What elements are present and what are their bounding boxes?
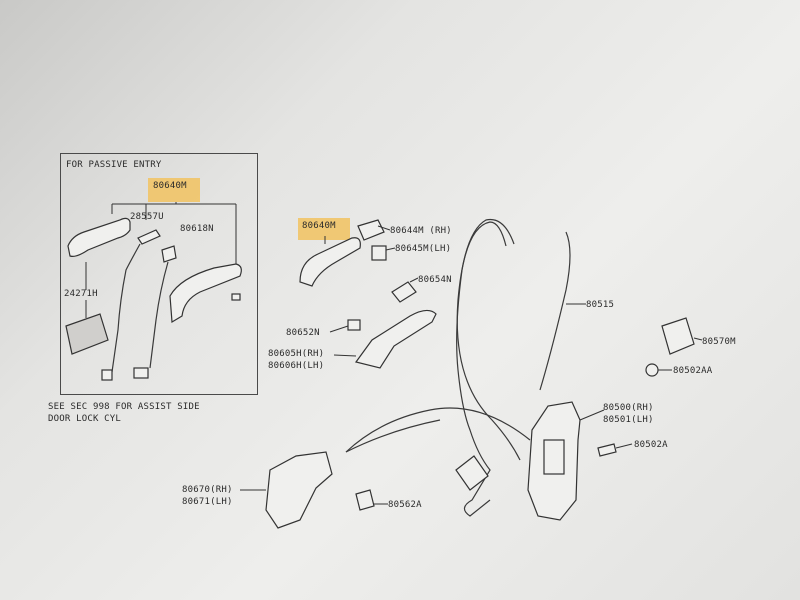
label-80562a[interactable]: 80562A [388, 500, 422, 510]
label-80606h[interactable]: 80606H(LH) [268, 361, 325, 371]
outside-handle-shape [299, 237, 361, 287]
note-line-2: DOOR LOCK CYL [48, 414, 122, 424]
label-80654n[interactable]: 80654N [418, 275, 452, 285]
label-inset-28557u[interactable]: 28557U [130, 212, 164, 222]
label-80502a[interactable]: 80502A [634, 440, 668, 450]
label-inset-80640m[interactable]: 80640M [153, 181, 187, 191]
label-80640m[interactable]: 80640M [302, 221, 336, 231]
passive-entry-title: FOR PASSIVE ENTRY [66, 160, 162, 170]
label-80501[interactable]: 80501(LH) [603, 415, 654, 425]
label-80670[interactable]: 80670(RH) [182, 485, 233, 495]
label-80605h[interactable]: 80605H(RH) [268, 349, 325, 359]
note-line-1: SEE SEC 998 FOR ASSIST SIDE [48, 402, 200, 412]
label-80515[interactable]: 80515 [586, 300, 615, 310]
label-inset-24271h[interactable]: 24271H [64, 289, 98, 299]
label-80502aa[interactable]: 80502AA [673, 366, 713, 376]
label-80500[interactable]: 80500(RH) [603, 403, 654, 413]
inside-handle-shape [265, 451, 333, 529]
highlight-inset-handle [148, 178, 200, 202]
label-inset-80618n[interactable]: 80618N [180, 224, 214, 234]
label-80570m[interactable]: 80570M [702, 337, 736, 347]
highlight-main-handle [298, 218, 350, 240]
label-80645m[interactable]: 80645M(LH) [395, 244, 452, 254]
passive-entry-inset [60, 153, 258, 395]
label-80644m[interactable]: 80644M (RH) [390, 226, 452, 236]
inset-handle-shape [67, 217, 131, 257]
label-80652n[interactable]: 80652N [286, 328, 320, 338]
handle-frame-shape [354, 309, 437, 369]
label-80671[interactable]: 80671(LH) [182, 497, 233, 507]
